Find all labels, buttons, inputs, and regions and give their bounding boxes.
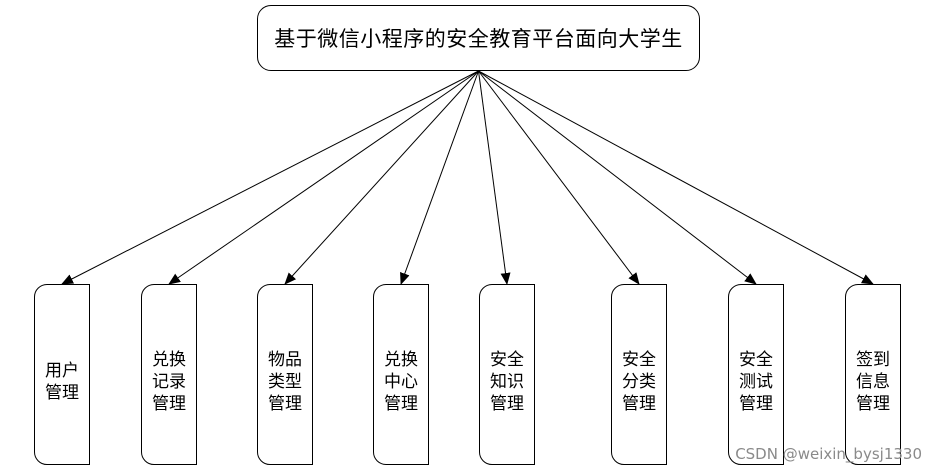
child-node-checkin-info-management: 签到信息管理: [845, 284, 901, 465]
child-node-exchange-record-management: 兑换记录管理: [141, 284, 197, 465]
child-node-label: 签到信息管理: [856, 349, 890, 414]
child-node-user-management: 用户管理: [34, 284, 90, 465]
watermark: CSDN @weixin_bysj1330: [735, 445, 922, 463]
connector-arrow-5: [478, 70, 511, 285]
child-node-label: 安全分类管理: [622, 349, 656, 414]
root-node-label: 基于微信小程序的安全教育平台面向大学生: [274, 27, 683, 51]
child-node-label: 用户管理: [45, 360, 79, 403]
child-node-safety-test-management: 安全测试管理: [728, 284, 784, 465]
child-node-label: 物品类型管理: [268, 349, 302, 414]
connector-arrow-4: [400, 70, 479, 285]
connector-arrow-2: [168, 70, 479, 285]
child-node-exchange-center-management: 兑换中心管理: [373, 284, 429, 465]
connector-arrow-8: [478, 70, 874, 285]
child-node-label: 兑换中心管理: [384, 349, 418, 414]
root-node: 基于微信小程序的安全教育平台面向大学生: [257, 5, 700, 71]
child-node-safety-knowledge-management: 安全知识管理: [479, 284, 535, 465]
child-node-label: 安全知识管理: [490, 349, 524, 414]
connector-arrow-7: [478, 70, 757, 285]
connector-arrow-6: [478, 70, 640, 285]
child-node-safety-category-management: 安全分类管理: [611, 284, 667, 465]
connector-arrow-1: [61, 70, 479, 285]
connector-arrow-3: [284, 70, 479, 285]
child-node-item-type-management: 物品类型管理: [257, 284, 313, 465]
child-node-label: 兑换记录管理: [152, 349, 186, 414]
child-node-label: 安全测试管理: [739, 349, 773, 414]
